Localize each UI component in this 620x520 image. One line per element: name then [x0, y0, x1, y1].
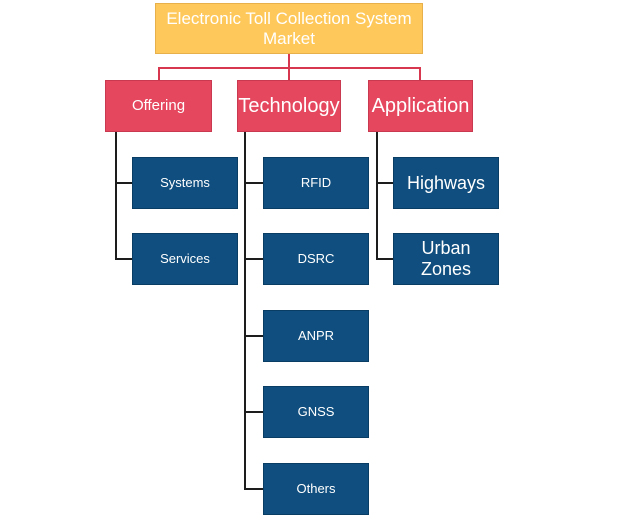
root-connector-vertical	[288, 54, 290, 68]
technology-dsrc-label: DSRC	[297, 250, 335, 266]
application-branch-1	[376, 182, 394, 184]
offering-branch-2	[115, 258, 133, 260]
technology-connector	[288, 67, 290, 80]
technology-anpr-node: ANPR	[263, 310, 369, 362]
technology-others-label: Others	[296, 480, 336, 496]
technology-rfid-label: RFID	[300, 174, 332, 190]
application-highways-node: Highways	[393, 157, 499, 209]
technology-anpr-label: ANPR	[297, 327, 335, 343]
technology-branch-5	[244, 488, 264, 490]
category-application-label: Application	[371, 94, 470, 117]
application-urban-zones-label: Urban Zones	[420, 238, 472, 279]
category-application: Application	[368, 80, 473, 132]
technology-branch-2	[244, 258, 264, 260]
technology-branch-3	[244, 335, 264, 337]
technology-branch-1	[244, 182, 264, 184]
technology-others-node: Others	[263, 463, 369, 515]
category-offering-label: Offering	[131, 97, 186, 115]
application-highways-label: Highways	[406, 172, 486, 193]
offering-connector	[158, 67, 160, 80]
category-offering: Offering	[105, 80, 212, 132]
root-node: Electronic Toll Collection System Market	[155, 3, 423, 54]
application-trunk	[376, 132, 378, 260]
root-node-label: Electronic Toll Collection System Market	[166, 8, 412, 48]
technology-gnss-label: GNSS	[297, 403, 335, 419]
offering-services-label: Services	[160, 250, 210, 266]
category-technology: Technology	[237, 80, 341, 132]
offering-systems-node: Systems	[132, 157, 238, 209]
technology-trunk	[244, 132, 246, 490]
offering-services-node: Services	[132, 233, 238, 285]
technology-branch-4	[244, 411, 264, 413]
category-technology-label: Technology	[238, 94, 340, 117]
application-connector	[419, 67, 421, 80]
offering-branch-1	[115, 182, 133, 184]
application-branch-2	[376, 258, 394, 260]
application-urban-zones-node: Urban Zones	[393, 233, 499, 285]
offering-trunk	[115, 132, 117, 260]
technology-gnss-node: GNSS	[263, 386, 369, 438]
technology-rfid-node: RFID	[263, 157, 369, 209]
offering-systems-label: Systems	[160, 174, 210, 190]
technology-dsrc-node: DSRC	[263, 233, 369, 285]
